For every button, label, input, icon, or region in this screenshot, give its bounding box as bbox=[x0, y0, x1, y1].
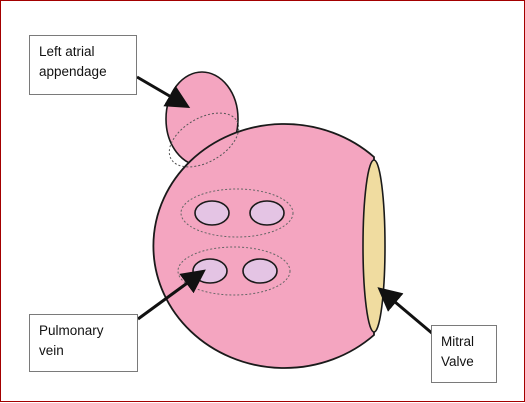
pulmonary-vein-lower-left bbox=[193, 259, 227, 283]
mitral-valve bbox=[363, 160, 385, 332]
pulmonary-vein-lower-right bbox=[243, 259, 277, 283]
pulmonary-vein-upper-right bbox=[250, 201, 284, 225]
label-left-atrial-appendage: Left atrial appendage bbox=[29, 35, 137, 95]
arrow-mitral-valve bbox=[382, 291, 433, 334]
label-mitral-valve: Mitral Valve bbox=[431, 325, 497, 383]
pulmonary-vein-upper-left bbox=[195, 201, 229, 225]
label-pulmonary-vein: Pulmonary vein bbox=[29, 314, 138, 372]
